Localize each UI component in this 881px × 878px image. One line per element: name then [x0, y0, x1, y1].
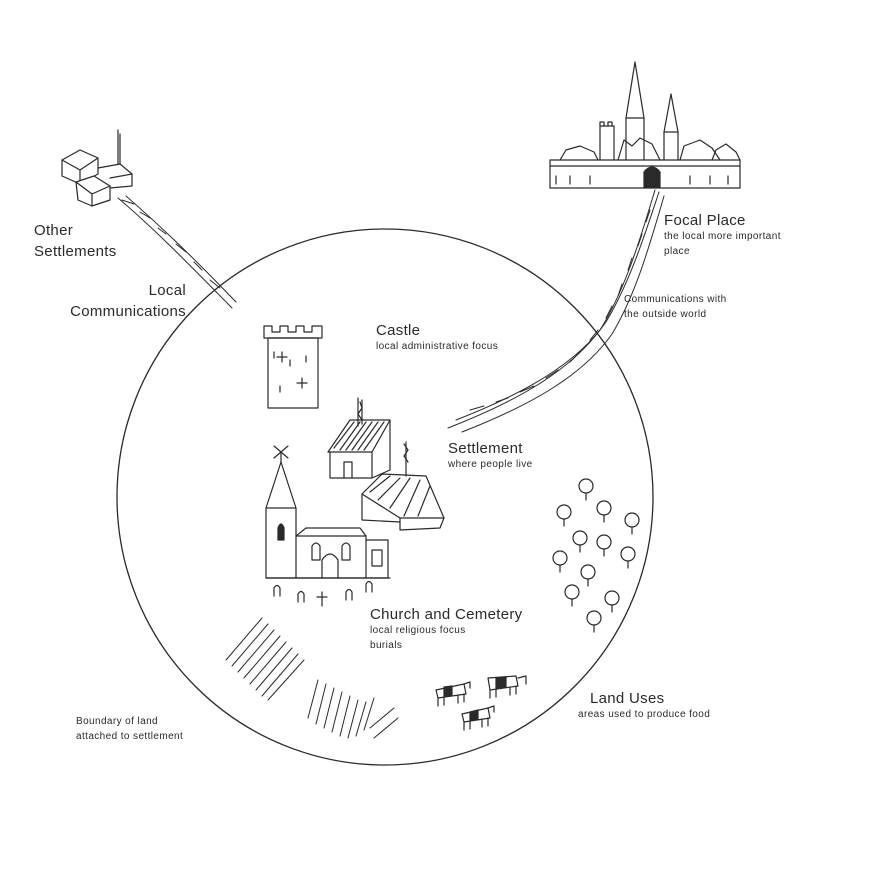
church-desc-2: burials [370, 640, 403, 651]
boundary-circle [116, 228, 654, 766]
boundary-line-2: attached to settlement [76, 731, 184, 742]
local-communications-line-2: Communications [70, 303, 186, 320]
gravestones [273, 580, 373, 607]
settlement-label: Settlement where people live [448, 440, 533, 472]
castle-tower [263, 325, 323, 409]
boundary-line-1: Boundary of land [76, 716, 159, 727]
local-communications-label: Local Communications [32, 280, 186, 322]
other-settlements-drawing [61, 129, 133, 207]
church-label: Church and Cemetery local religious focu… [370, 606, 522, 653]
settlement-title: Settlement [448, 440, 523, 457]
focal-place-title: Focal Place [664, 212, 746, 229]
castle-desc: local administrative focus [376, 341, 499, 352]
cattle [435, 675, 527, 731]
boundary-label: Boundary of land attached to settlement [76, 714, 183, 744]
church-desc-1: local religious focus [370, 625, 466, 636]
communications-outside-line-1: Communications with [624, 294, 727, 305]
land-uses-desc: areas used to produce food [578, 709, 711, 720]
local-communications-track [117, 195, 237, 309]
settlement-houses [327, 397, 445, 531]
communications-outside-line-2: the outside world [624, 309, 707, 320]
church [265, 445, 391, 579]
focal-place-desc-1: the local more important [664, 231, 781, 242]
other-settlements-line-1: Other [34, 222, 74, 239]
other-settlements-line-2: Settlements [34, 243, 117, 260]
settlement-desc: where people live [448, 459, 533, 470]
orchard-trees [552, 478, 640, 633]
castle-label: Castle local administrative focus [376, 322, 498, 354]
communications-outside-label: Communications with the outside world [624, 292, 727, 322]
land-uses-label: Land Uses areas used to produce food [578, 690, 710, 722]
land-uses-title: Land Uses [590, 690, 665, 707]
focal-place-town [549, 61, 741, 189]
focal-place-desc-2: place [664, 246, 690, 257]
ploughed-fields [225, 617, 399, 739]
castle-title: Castle [376, 322, 421, 339]
outside-communications-track [447, 189, 665, 433]
church-title: Church and Cemetery [370, 606, 523, 623]
local-communications-line-1: Local [148, 282, 186, 299]
other-settlements-label: Other Settlements [34, 220, 117, 262]
focal-place-label: Focal Place the local more important pla… [664, 212, 781, 259]
